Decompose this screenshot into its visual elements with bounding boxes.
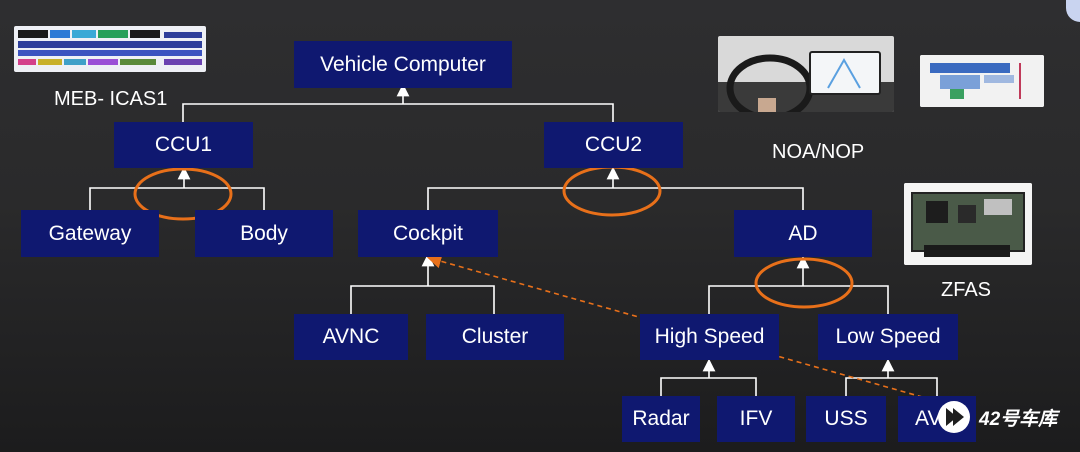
node-body: Body <box>195 210 333 257</box>
node-ifv: IFV <box>717 396 795 442</box>
node-ccu1: CCU1 <box>114 122 253 168</box>
highlight-ellipse-ccu2 <box>562 165 662 217</box>
watermark-text: 42号车库 <box>979 408 1058 430</box>
node-vehicle-computer: Vehicle Computer <box>294 41 512 88</box>
meb-icas1-thumbnail <box>14 26 206 72</box>
node-avnc: AVNC <box>294 314 408 360</box>
node-ccu2: CCU2 <box>544 122 683 168</box>
node-radar: Radar <box>622 396 700 442</box>
node-low-speed: Low Speed <box>818 314 958 360</box>
node-high-speed: High Speed <box>640 314 779 360</box>
watermark-logo-icon <box>938 401 970 433</box>
ad-system-diagram-thumbnail <box>920 55 1044 107</box>
label-meb-icas1: MEB- ICAS1 <box>54 88 168 110</box>
zfas-board-photo <box>904 183 1032 265</box>
label-zfas: ZFAS <box>941 279 992 301</box>
node-uss: USS <box>806 396 886 442</box>
label-noa-nop: NOA/NOP <box>772 141 865 163</box>
highlight-ellipse-ad <box>754 257 854 309</box>
node-cockpit: Cockpit <box>358 210 498 257</box>
highlight-ellipse-ccu1 <box>133 167 233 221</box>
node-ad: AD <box>734 210 872 257</box>
node-cluster: Cluster <box>426 314 564 360</box>
tesla-cockpit-photo <box>718 36 894 112</box>
node-gateway: Gateway <box>21 210 159 257</box>
edge-tab <box>1066 0 1080 22</box>
watermark: 42号车库 <box>937 400 1057 434</box>
